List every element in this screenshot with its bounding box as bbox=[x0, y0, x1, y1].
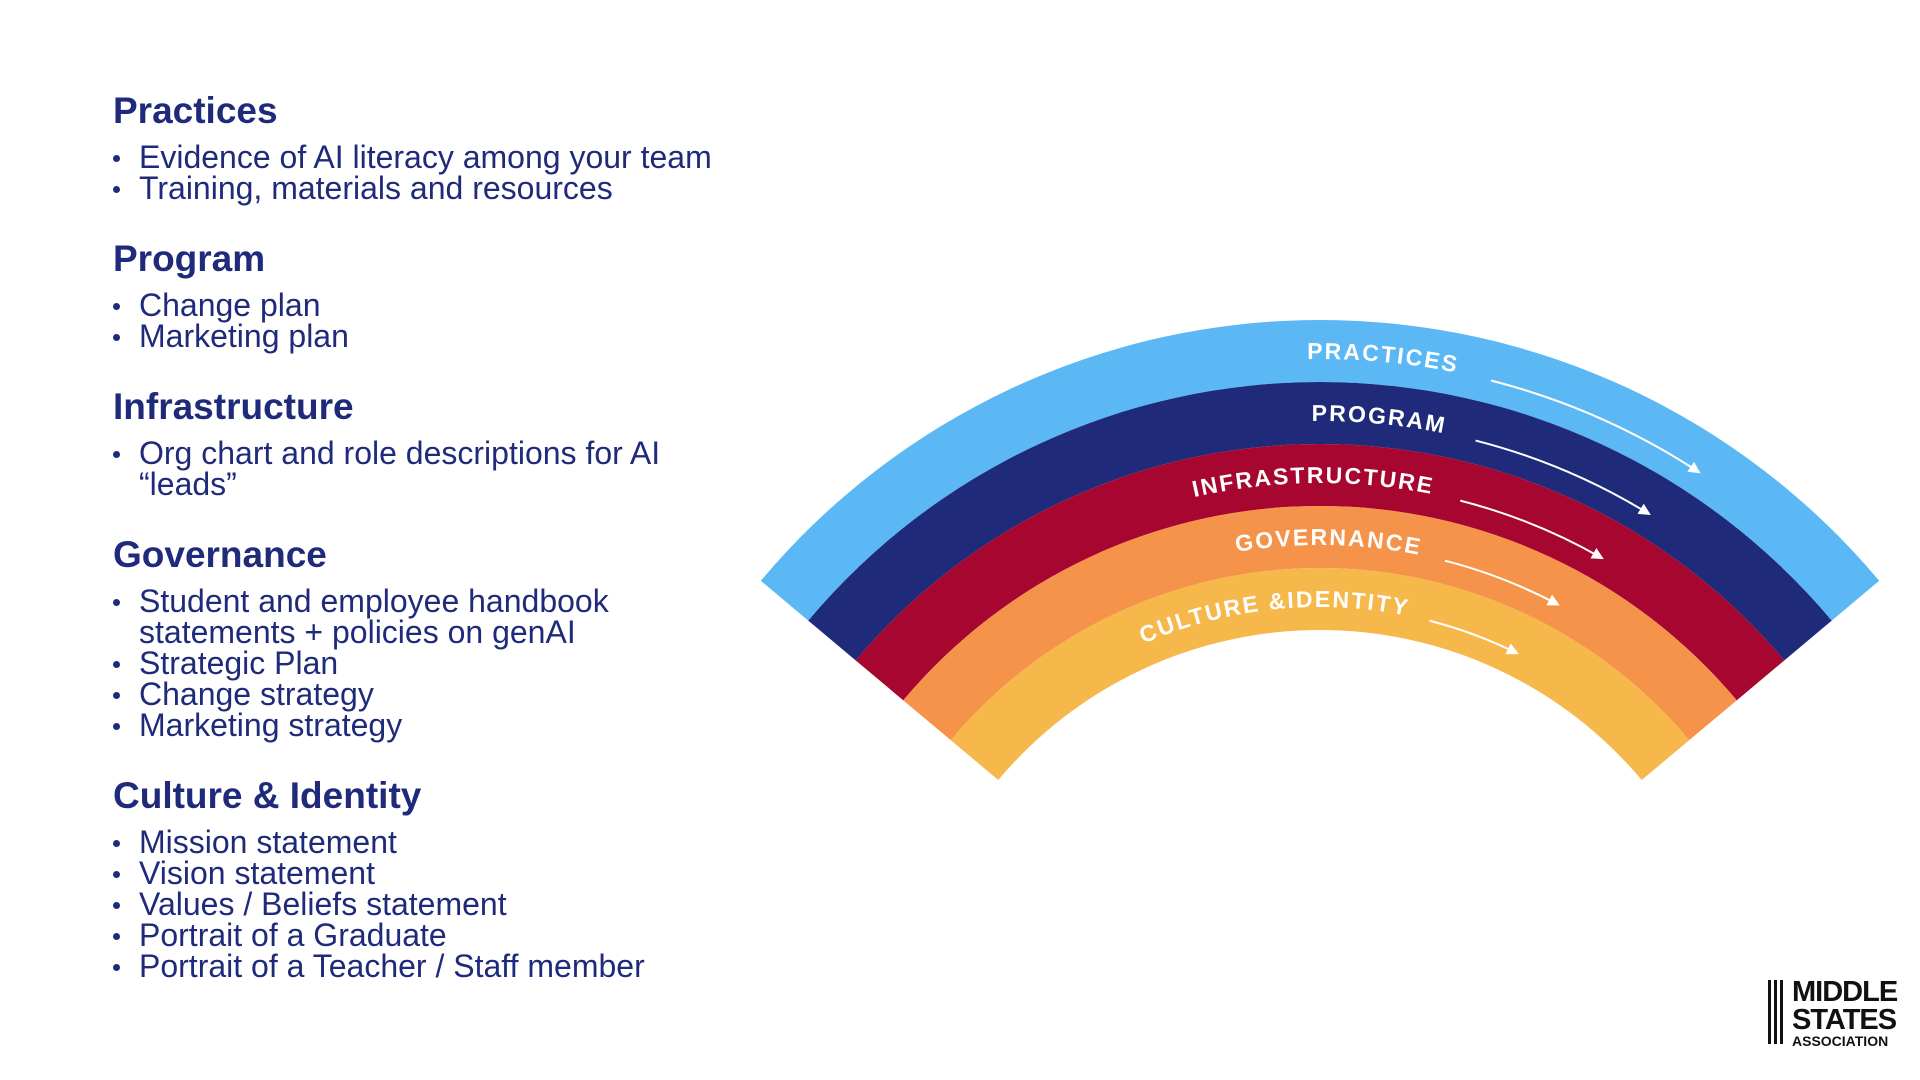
layer-arrow bbox=[1475, 439, 1651, 516]
band-infrastructure bbox=[855, 444, 1785, 701]
band-practices bbox=[760, 320, 1880, 621]
list-item: Change strategy bbox=[113, 678, 753, 710]
section-title-practices: Practices bbox=[113, 90, 278, 131]
section-culture-identity: Culture & Identity Mission statement Vis… bbox=[113, 775, 753, 982]
list-item: Org chart and role descriptions for AI “… bbox=[113, 437, 753, 500]
list-item: Strategic Plan bbox=[113, 647, 753, 679]
section-infrastructure: Infrastructure Org chart and role descri… bbox=[113, 386, 753, 500]
section-program: Program Change plan Marketing plan bbox=[113, 238, 753, 352]
program-list: Change plan Marketing plan bbox=[113, 289, 753, 352]
layer-arrow bbox=[1490, 379, 1701, 474]
governance-list: Student and employee handbook statements… bbox=[113, 585, 753, 741]
list-item: Marketing strategy bbox=[113, 709, 753, 741]
logo-line-1: MIDDLE bbox=[1792, 976, 1898, 1008]
logo-bars-icon bbox=[1768, 980, 1786, 1044]
list-item: Student and employee handbook statements… bbox=[113, 585, 753, 648]
list-item: Vision statement bbox=[113, 857, 753, 889]
infrastructure-list: Org chart and role descriptions for AI “… bbox=[113, 437, 753, 500]
list-item: Evidence of AI literacy among your team bbox=[113, 141, 753, 173]
layer-arrow bbox=[1460, 499, 1604, 560]
rainbow-layer-diagram: PRACTICESPROGRAMINFRASTRUCTUREGOVERNANCE… bbox=[760, 320, 1880, 781]
layer-arrow bbox=[1429, 619, 1519, 655]
layer-arrows bbox=[1429, 379, 1701, 655]
rainbow-bands bbox=[760, 320, 1880, 781]
list-item: Portrait of a Teacher / Staff member bbox=[113, 950, 753, 982]
band-program bbox=[808, 381, 1832, 661]
section-title-infrastructure: Infrastructure bbox=[113, 386, 354, 427]
section-title-governance: Governance bbox=[113, 534, 327, 575]
band-culture-identity bbox=[950, 568, 1690, 781]
section-title-program: Program bbox=[113, 238, 266, 279]
logo-line-2: STATES bbox=[1792, 1004, 1897, 1036]
section-practices: Practices Evidence of AI literacy among … bbox=[113, 90, 753, 204]
artifact-list: Practices Evidence of AI literacy among … bbox=[113, 90, 753, 1016]
list-item: Change plan bbox=[113, 289, 753, 321]
middle-states-logo: MIDDLE STATES ASSOCIATION bbox=[1768, 976, 1910, 1049]
logo-line-3: ASSOCIATION bbox=[1792, 1033, 1889, 1049]
practices-list: Evidence of AI literacy among your team … bbox=[113, 141, 753, 204]
list-item: Marketing plan bbox=[113, 320, 753, 352]
list-item: Values / Beliefs statement bbox=[113, 888, 753, 920]
list-item: Portrait of a Graduate bbox=[113, 919, 753, 951]
list-item: Mission statement bbox=[113, 826, 753, 858]
band-governance bbox=[903, 505, 1737, 741]
list-item: Training, materials and resources bbox=[113, 172, 753, 204]
section-title-culture-identity: Culture & Identity bbox=[113, 775, 422, 816]
section-governance: Governance Student and employee handbook… bbox=[113, 534, 753, 741]
culture-identity-list: Mission statement Vision statement Value… bbox=[113, 826, 753, 982]
layer-arrow bbox=[1444, 559, 1560, 606]
